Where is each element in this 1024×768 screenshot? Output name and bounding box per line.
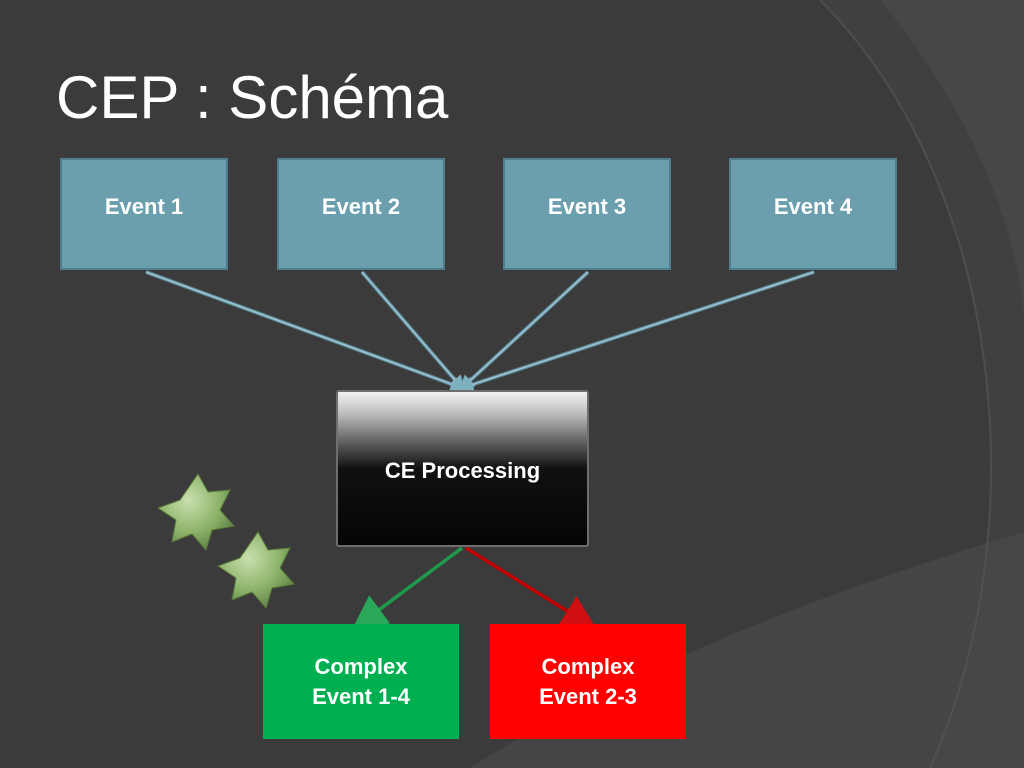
complex-label: Complex Event 1-4 (312, 653, 410, 709)
connector-event2 (361, 271, 466, 392)
connector-event4 (457, 271, 815, 393)
event-box-2: Event 2 (277, 158, 445, 270)
event-box-3: Event 3 (503, 158, 671, 270)
complex-event-2-3-box: Complex Event 2-3 (490, 624, 686, 739)
arrow-to-complex-2-3 (465, 546, 597, 630)
arrow-to-complex-1-4 (351, 546, 464, 631)
connector-event1 (145, 271, 467, 392)
star-icon (216, 531, 295, 610)
complex-event-1-4-box: Complex Event 1-4 (263, 624, 459, 739)
ce-processing-box: CE Processing (336, 390, 589, 547)
event-box-4: Event 4 (729, 158, 897, 270)
stars-decoration (156, 473, 295, 610)
slide-title: CEP : Schéma (56, 64, 449, 131)
processor-label: CE Processing (384, 457, 541, 483)
event-label: Event 4 (773, 194, 853, 219)
event-label: Event 2 (321, 194, 401, 219)
event-box-1: Event 1 (60, 158, 228, 270)
event-label: Event 1 (104, 194, 184, 219)
complex-label: Complex Event 2-3 (539, 653, 637, 709)
connector-event3 (458, 271, 589, 392)
event-label: Event 3 (547, 194, 627, 219)
star-icon (156, 473, 235, 552)
